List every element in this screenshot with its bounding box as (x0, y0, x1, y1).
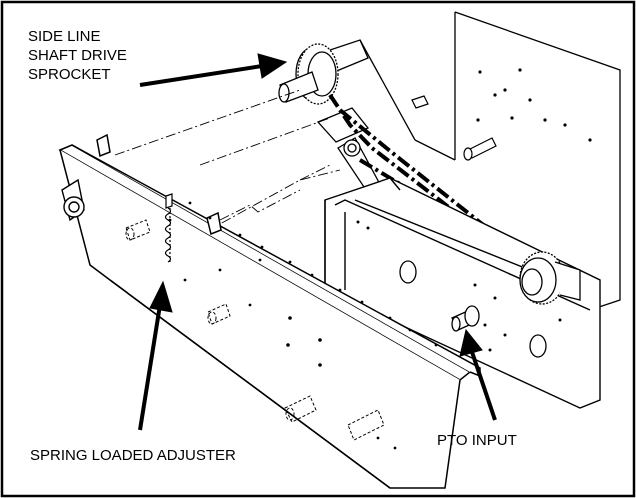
arrow-spring-head (149, 280, 173, 313)
rear-wall-panel (359, 11, 621, 311)
label-side-line-2: SHAFT DRIVE (28, 47, 127, 64)
label-side-line-1: SIDE LINE (28, 28, 101, 45)
lower-sprocket (519, 251, 581, 305)
arrow-side-line-head (257, 53, 288, 79)
panel-lug (61, 178, 85, 222)
tensioner-arm (316, 107, 383, 197)
label-spring-loaded-adjuster: SPRING LOADED ADJUSTER (30, 447, 236, 464)
panel-holes-front (168, 201, 438, 450)
arrow-side-line-line (139, 64, 263, 87)
label-pto-input: PTO INPUT (437, 432, 517, 449)
housing-holes (356, 220, 562, 352)
wall-bolt (463, 137, 497, 161)
arrow-pto-line (470, 351, 497, 421)
pto-input-shaft (451, 305, 480, 332)
arrow-spring-line (138, 304, 162, 431)
top-shaft (278, 39, 369, 105)
side-panel (58, 133, 481, 489)
spring-adjuster (164, 193, 173, 263)
leader-arrows (138, 53, 497, 431)
hidden-slots (125, 219, 385, 441)
label-side-line-shaft-drive-sprocket: SIDE LINE SHAFT DRIVE SPROCKET (28, 27, 127, 84)
label-side-line-3: SPROCKET (28, 66, 111, 83)
panel-holes (476, 68, 592, 142)
arrow-pto-head (459, 328, 483, 357)
housing-openings (399, 260, 547, 358)
small-key (411, 95, 429, 109)
